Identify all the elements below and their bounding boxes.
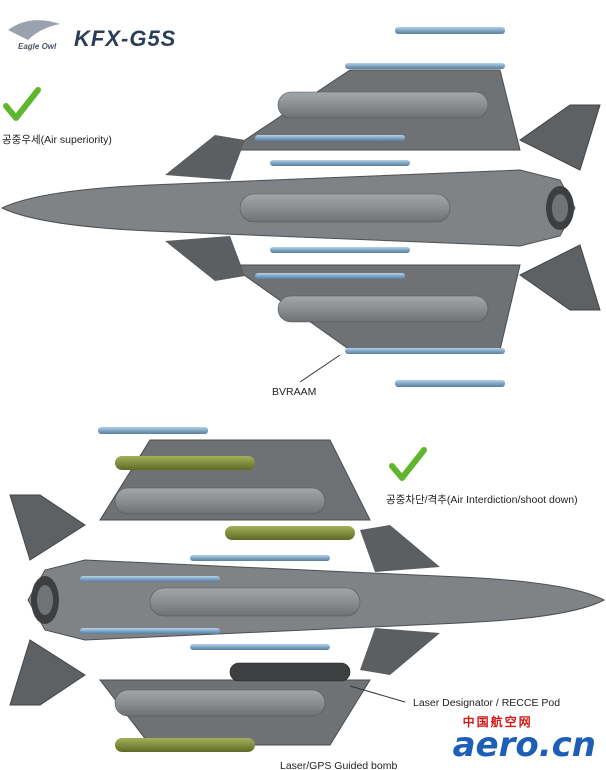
config-label-air-superiority: 공중우세(Air superiority) xyxy=(2,134,112,146)
watermark-en: aero.cn xyxy=(452,725,596,765)
callout-bvraam: BVRAAM xyxy=(272,386,317,398)
bottom-tanks xyxy=(114,487,361,717)
callout-bottom-partial: Laser/GPS Guided bomb xyxy=(280,760,398,770)
check-icon xyxy=(3,87,41,121)
watermark-cn: 中国航空网 xyxy=(462,715,533,729)
recce-pod xyxy=(229,662,351,682)
laser-pod-leader xyxy=(349,685,406,703)
bottom-missiles xyxy=(80,427,330,650)
callout-laser-pod: Laser Designator / RECCE Pod xyxy=(413,697,561,709)
watermark: 中国航空网 aero.cn xyxy=(452,713,596,765)
bvraam-leader xyxy=(299,354,341,383)
top-missiles xyxy=(255,27,505,387)
page-title: KFX-G5S xyxy=(74,26,177,51)
check-icon xyxy=(389,447,427,481)
config-label-air-interdiction: 공중차단/격추(Air Interdiction/shoot down) xyxy=(386,494,578,506)
bottom-bombs xyxy=(115,456,355,752)
owl-logo-icon xyxy=(8,20,60,40)
logo-text: Eagle Owl xyxy=(18,42,57,51)
top-tanks xyxy=(239,91,489,323)
